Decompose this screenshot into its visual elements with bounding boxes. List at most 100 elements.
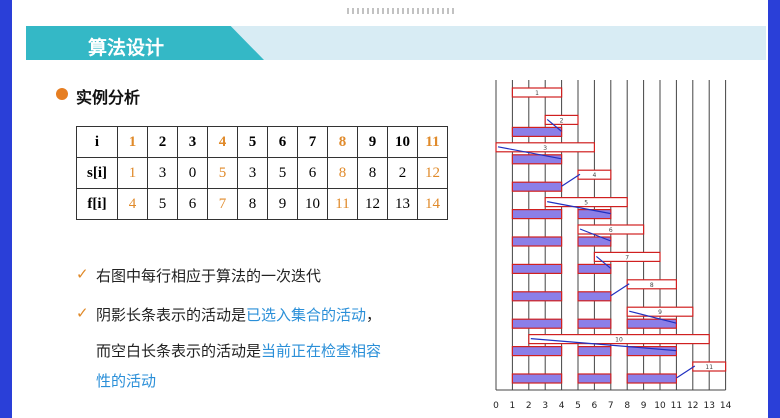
- table-cell: 4: [207, 126, 238, 158]
- x-tick-label: 4: [559, 401, 565, 411]
- candidate-activity-bar: [626, 279, 677, 290]
- compare-arrow: [497, 146, 562, 160]
- table-cell: 0: [177, 157, 208, 189]
- x-tick-label: 12: [687, 401, 698, 411]
- table-cell: 6: [267, 126, 298, 158]
- table-cell: 1: [117, 157, 148, 189]
- table-cell: 11: [327, 188, 358, 220]
- section-title: 实例分析: [76, 88, 141, 107]
- table-cell: 9: [357, 126, 388, 158]
- compare-arrow: [530, 338, 677, 352]
- check-icon: ✓: [76, 265, 89, 283]
- table-cell: 3: [147, 157, 178, 189]
- compare-arrow: [561, 173, 581, 187]
- x-tick-label: 6: [592, 401, 598, 411]
- selected-activity-bar: [511, 291, 563, 302]
- table-cell: 2: [387, 157, 418, 189]
- x-tick-label: 9: [641, 401, 647, 411]
- bullet-text-3-line2: 性的活动: [96, 372, 157, 390]
- compare-arrow: [579, 228, 612, 242]
- selected-activity-bar: [626, 318, 677, 329]
- selected-activity-bar: [511, 346, 563, 357]
- table-cell: 5: [207, 157, 238, 189]
- selected-activity-bar: [511, 126, 563, 138]
- selected-activity-bar: [511, 181, 563, 192]
- candidate-activity-bar: [544, 114, 579, 126]
- table-cell: 3: [177, 126, 208, 158]
- activity-label: 10: [615, 337, 623, 344]
- table-cell: 12: [417, 157, 448, 189]
- bullet-dot-icon: [56, 88, 68, 100]
- table-cell: 5: [237, 126, 268, 158]
- table-cell: 3: [237, 157, 268, 189]
- bullet-text-2: 阴影长条表示的活动是已选入集合的活动，: [96, 304, 381, 325]
- x-tick-label: 5: [575, 401, 581, 411]
- compare-arrow: [547, 201, 611, 215]
- candidate-activity-bar: [577, 224, 645, 235]
- window-frame-right: [768, 0, 780, 418]
- candidate-activity-bar: [495, 142, 596, 153]
- activity-label: 6: [609, 227, 613, 234]
- table-cell: 6: [177, 188, 208, 220]
- selected-activity-bar: [511, 318, 563, 329]
- bullet-2-suffix: ，: [366, 306, 382, 324]
- selected-activity-bar: [511, 236, 563, 247]
- compare-arrow: [546, 118, 562, 132]
- table-cell: 6: [297, 157, 328, 189]
- candidate-activity-bar: [544, 196, 628, 208]
- x-tick-label: 3: [542, 401, 548, 411]
- row-label: s[i]: [76, 157, 118, 189]
- bullet-2-prefix: 阴影长条表示的活动是: [96, 306, 247, 324]
- table-cell: 8: [237, 188, 268, 220]
- activity-label: 3: [543, 145, 547, 152]
- selected-activity-bar: [577, 346, 612, 357]
- activity-label: 1: [535, 90, 539, 97]
- table-cell: 2: [147, 126, 178, 158]
- x-tick-label: 7: [608, 401, 614, 411]
- table-cell: 12: [357, 188, 388, 220]
- compare-arrow: [629, 310, 677, 324]
- activity-label: 4: [592, 172, 596, 179]
- candidate-activity-bar: [593, 251, 661, 262]
- selected-activity-bar: [577, 209, 612, 220]
- selected-activity-bar: [577, 291, 612, 302]
- table-cell: 4: [117, 188, 148, 220]
- table-cell: 8: [327, 126, 358, 158]
- candidate-activity-bar: [626, 306, 694, 317]
- selected-activity-bar: [511, 209, 563, 220]
- row-label: f[i]: [76, 188, 118, 220]
- table-cell: 10: [297, 188, 328, 220]
- table-cell: 5: [147, 188, 178, 220]
- compare-arrow: [596, 255, 612, 269]
- bullet-text-3: 而空白长条表示的活动是当前正在检查相容: [96, 340, 381, 361]
- table-cell: 7: [297, 126, 328, 158]
- bullet-3-prefix: 而空白长条表示的活动是: [96, 342, 262, 360]
- table-cell: 11: [417, 126, 448, 158]
- window-frame-left: [0, 0, 12, 418]
- activity-label: 8: [650, 282, 654, 289]
- table-cell: 1: [117, 126, 148, 158]
- row-label: i: [76, 126, 118, 158]
- activity-label: 9: [658, 309, 662, 316]
- bullet-3-highlight: 当前正在检查相容: [261, 342, 382, 360]
- table-cell: 8: [357, 157, 388, 189]
- table-cell: 14: [417, 188, 448, 220]
- decorative-dots: [347, 8, 457, 14]
- slide-title: 算法设计: [88, 37, 165, 59]
- check-icon: ✓: [76, 304, 89, 322]
- selected-activity-bar: [511, 373, 563, 384]
- bullet-text-1: 右图中每行相应于算法的一次迭代: [96, 267, 322, 285]
- selected-activity-bar: [577, 318, 612, 329]
- compare-arrow: [610, 283, 630, 297]
- table-cell: 7: [207, 188, 238, 220]
- x-tick-label: 10: [654, 401, 666, 411]
- x-tick-label: 2: [526, 401, 532, 411]
- selected-activity-bar: [626, 346, 677, 357]
- candidate-activity-bar: [692, 361, 727, 372]
